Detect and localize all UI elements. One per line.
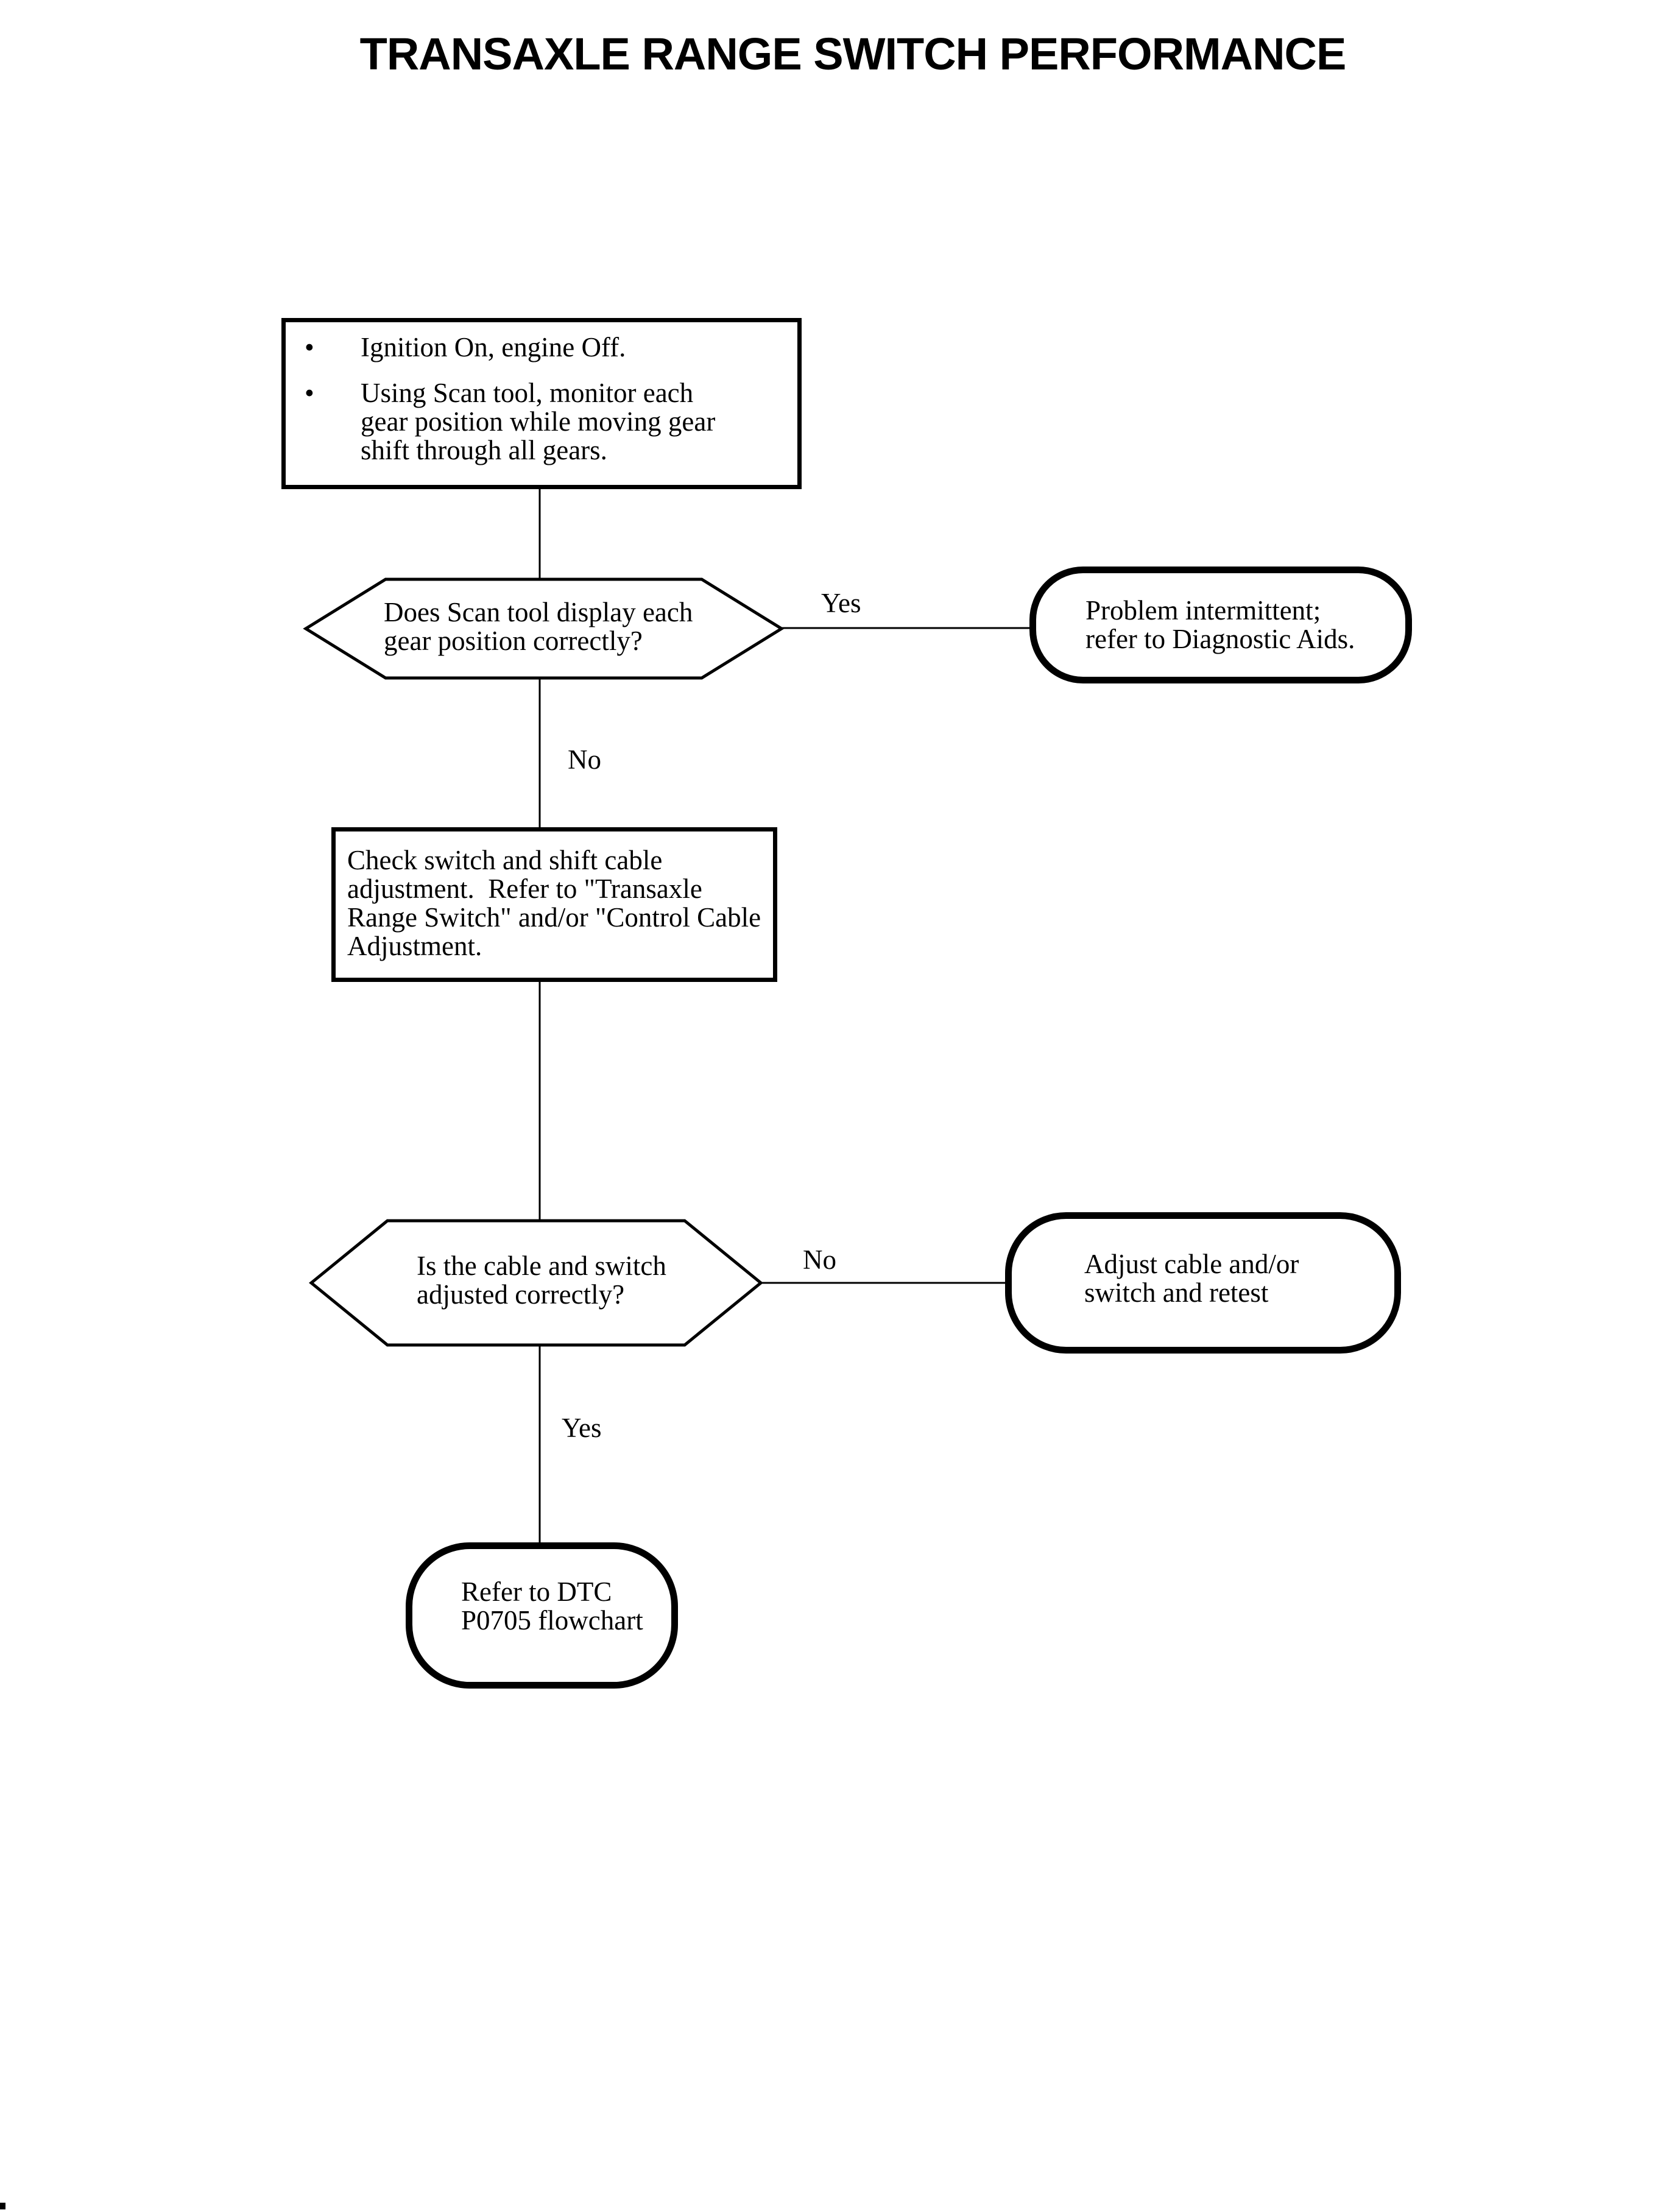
decision1-no-label: No <box>568 744 601 775</box>
bullet-item-text: Using Scan tool, monitor each gear posit… <box>361 378 716 465</box>
decision1-text: Does Scan tool display each gear positio… <box>384 597 693 656</box>
terminal-problem-intermittent-text: Problem intermittent; refer to Diagnosti… <box>1085 595 1355 654</box>
decision1-hexagon <box>303 577 785 680</box>
decision2-yes-label: Yes <box>562 1413 602 1443</box>
start-process-box <box>281 318 802 489</box>
decision2-hexagon <box>309 1219 763 1347</box>
page-title: TRANSAXLE RANGE SWITCH PERFORMANCE <box>359 29 1347 79</box>
decision2-no-label: No <box>803 1244 836 1275</box>
process-check-adjustment-text: Check switch and shift cable adjustment.… <box>347 845 761 961</box>
bullet-dot-icon: • <box>305 378 314 408</box>
decision2-text: Is the cable and switch adjusted correct… <box>417 1251 666 1310</box>
decision1-yes-label: Yes <box>821 588 861 618</box>
terminal-adjust-retest <box>1005 1212 1401 1354</box>
terminal-adjust-retest-text: Adjust cable and/or switch and retest <box>1084 1249 1299 1308</box>
terminal-problem-intermittent <box>1029 567 1412 683</box>
scan-artifact-mark <box>0 2203 5 2209</box>
process-check-adjustment-box <box>331 827 777 982</box>
terminal-refer-dtc-text: Refer to DTC P0705 flowchart <box>461 1576 643 1636</box>
bullet-item-text: Ignition On, engine Off. <box>361 332 626 362</box>
bullet-dot-icon: • <box>305 332 314 362</box>
terminal-refer-dtc <box>406 1542 678 1689</box>
